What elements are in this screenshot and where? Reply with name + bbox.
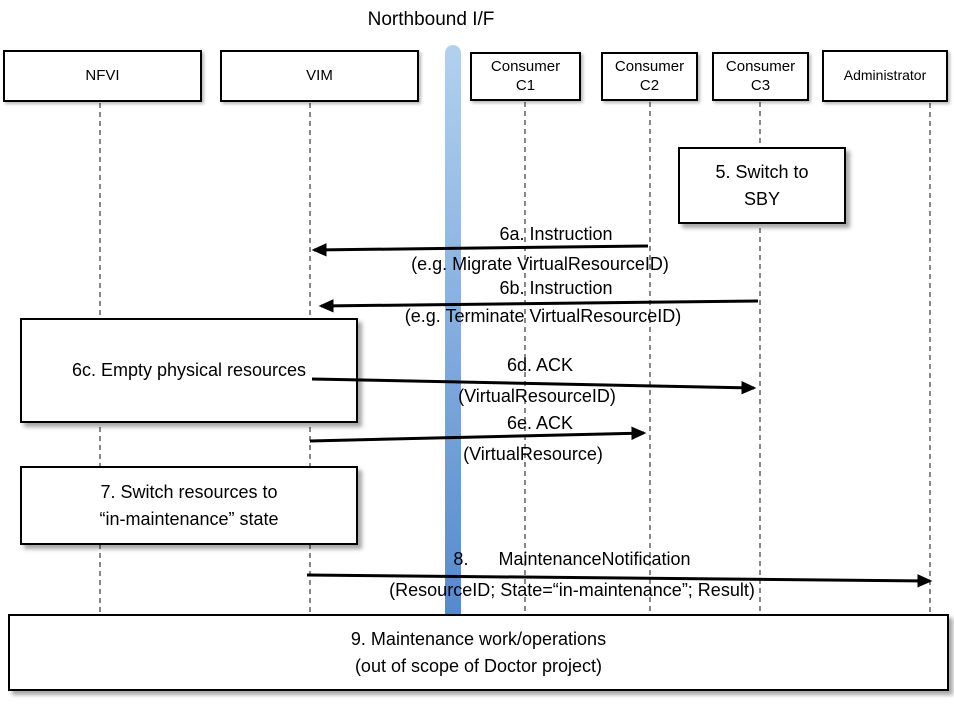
northbound-if-bar	[445, 45, 461, 623]
label-6d-line2: (VirtualResourceID)	[458, 386, 616, 406]
actor-label-administrator: Administrator	[843, 67, 927, 84]
actor-label-consumer-c2: Consumer C2	[614, 57, 685, 94]
label-6a-line1: 6a. Instruction	[499, 224, 613, 244]
note-switch-resources-in-maintenance-text: 7. Switch resources to “in-maintenance” …	[99, 481, 279, 529]
label-6d-line1: 6d. ACK	[506, 355, 574, 375]
note-empty-physical-resources: 6c. Empty physical resources	[20, 318, 358, 423]
actor-box-vim: VIM	[220, 50, 419, 102]
label-6e-line1: 6e. ACK	[506, 413, 574, 433]
actor-box-administrator: Administrator	[822, 50, 948, 102]
actor-label-nfvi: NFVI	[85, 66, 120, 84]
actor-box-consumer-c2: Consumer C2	[601, 52, 698, 101]
note-maintenance-work: 9. Maintenance work/operations (out of s…	[8, 614, 949, 691]
note-switch-to-sby-text: 5. Switch to SBY	[715, 161, 809, 209]
diagram-title: Northbound I/F	[367, 9, 495, 30]
note-switch-to-sby: 5. Switch to SBY	[678, 147, 846, 224]
label-6b-line1: 6b. Instruction	[499, 278, 613, 298]
actor-box-consumer-c3: Consumer C3	[712, 52, 809, 101]
label-6b-line2: (e.g. Terminate VirtualResourceID)	[404, 306, 682, 326]
arrow-6e-ack	[309, 426, 647, 443]
actor-label-consumer-c3: Consumer C3	[725, 57, 796, 94]
actor-box-consumer-c1: Consumer C1	[470, 52, 581, 101]
actor-label-consumer-c1: Consumer C1	[490, 57, 561, 94]
arrow-6a-instruction	[311, 243, 649, 257]
actor-box-nfvi: NFVI	[3, 50, 202, 102]
note-maintenance-work-text: 9. Maintenance work/operations (out of s…	[350, 628, 607, 676]
label-8-line2: (ResourceID; State=“in-maintenance”; Res…	[389, 580, 755, 600]
note-switch-resources-in-maintenance: 7. Switch resources to “in-maintenance” …	[20, 466, 358, 545]
actor-label-vim: VIM	[306, 66, 333, 84]
label-6a-line2: (e.g. Migrate VirtualResourceID)	[411, 254, 669, 274]
label-8-line1: 8. MaintenanceNotification	[453, 549, 691, 569]
note-empty-physical-resources-text: 6c. Empty physical resources	[71, 360, 307, 380]
label-6e-line2: (VirtualResource)	[463, 444, 603, 464]
